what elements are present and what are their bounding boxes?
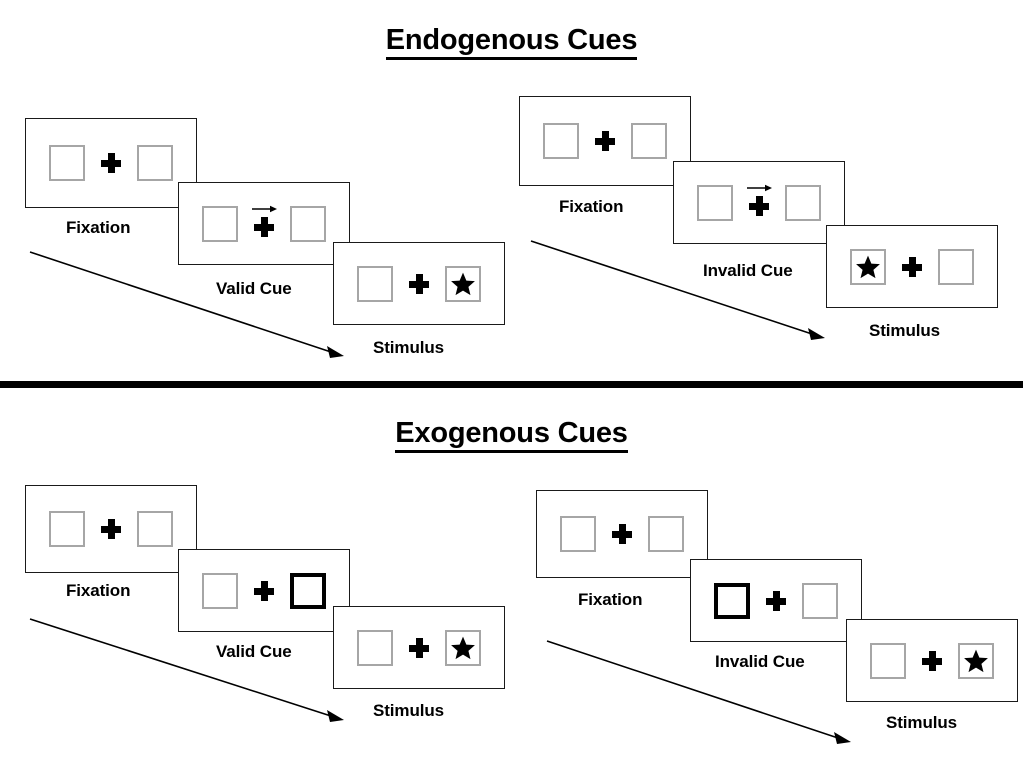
caption-exogenous-valid-fixation: Fixation — [66, 581, 131, 600]
sequence-arrow-endogenous-invalid — [530, 240, 825, 340]
fixation-cross-icon — [409, 273, 429, 294]
centre-group-endogenous-invalid-fixation — [595, 123, 615, 159]
cue-arrow-right-icon — [747, 184, 772, 191]
box-right-endogenous-invalid-stimulus — [938, 248, 974, 285]
box-right-exogenous-invalid-stimulus — [958, 642, 994, 679]
star-stimulus-icon — [964, 649, 988, 672]
star-stimulus-icon — [856, 255, 880, 278]
caption-exogenous-valid-cue: Valid Cue — [216, 642, 292, 661]
box-left-exogenous-invalid-stimulus — [870, 642, 906, 679]
panel-endogenous-invalid-stimulus — [826, 225, 998, 308]
centre-group-exogenous-invalid-stimulus — [922, 643, 942, 679]
section-divider — [0, 381, 1023, 388]
box-right-endogenous-invalid-cue — [785, 184, 821, 221]
fixation-cross-icon — [902, 256, 922, 277]
centre-group-endogenous-invalid-stimulus — [902, 249, 922, 285]
box-left-exogenous-invalid-fixation — [560, 516, 596, 552]
caption-endogenous-valid-cue: Valid Cue — [216, 279, 292, 298]
fixation-cross-icon — [766, 590, 786, 611]
panel-endogenous-valid-cue — [178, 182, 350, 265]
centre-group-exogenous-invalid-fixation — [612, 516, 632, 552]
centre-group-exogenous-valid-cue — [254, 573, 274, 609]
box-right-endogenous-valid-stimulus — [445, 265, 481, 302]
centre-group-endogenous-valid-fixation — [101, 145, 121, 181]
fixation-cross-icon — [101, 153, 121, 173]
fixation-cross-icon — [922, 650, 942, 671]
caption-endogenous-invalid-stimulus: Stimulus — [869, 321, 940, 340]
section-title-exogenous-text: Exogenous Cues — [395, 417, 628, 453]
star-stimulus-icon — [451, 636, 475, 659]
caption-exogenous-valid-stimulus: Stimulus — [373, 701, 444, 720]
box-left-exogenous-valid-cue — [202, 572, 238, 609]
centre-group-endogenous-valid-stimulus — [409, 266, 429, 302]
box-right-exogenous-invalid-cue — [802, 582, 838, 619]
sequence-arrow-exogenous-invalid — [546, 640, 851, 744]
caption-endogenous-valid-stimulus: Stimulus — [373, 338, 444, 357]
centre-group-exogenous-invalid-cue — [766, 583, 786, 619]
caption-exogenous-invalid-stimulus: Stimulus — [886, 713, 957, 732]
box-left-endogenous-invalid-stimulus — [850, 248, 886, 285]
box-right-exogenous-valid-fixation — [137, 511, 173, 547]
box-right-exogenous-valid-stimulus — [445, 629, 481, 666]
panel-endogenous-valid-fixation — [25, 118, 197, 208]
centre-group-endogenous-invalid-cue — [747, 184, 772, 221]
box-right-endogenous-valid-fixation — [137, 145, 173, 181]
box-left-endogenous-valid-cue — [202, 205, 238, 242]
box-left-exogenous-valid-fixation — [49, 511, 85, 547]
centre-group-endogenous-valid-cue — [252, 205, 277, 242]
panel-exogenous-valid-stimulus — [333, 606, 505, 689]
fixation-cross-icon — [101, 519, 121, 539]
box-left-endogenous-valid-fixation — [49, 145, 85, 181]
box-right-exogenous-invalid-fixation — [648, 516, 684, 552]
panel-exogenous-valid-fixation — [25, 485, 197, 573]
box-left-endogenous-invalid-cue — [697, 184, 733, 221]
panel-exogenous-invalid-fixation — [536, 490, 708, 578]
fixation-cross-icon — [595, 131, 615, 151]
panel-endogenous-invalid-cue — [673, 161, 845, 244]
caption-endogenous-invalid-cue: Invalid Cue — [703, 261, 793, 280]
fixation-cross-icon — [409, 637, 429, 658]
fixation-cross-icon — [254, 216, 274, 237]
centre-group-exogenous-valid-fixation — [101, 511, 121, 547]
star-stimulus-icon — [451, 272, 475, 295]
box-left-endogenous-invalid-fixation — [543, 123, 579, 159]
panel-exogenous-invalid-stimulus — [846, 619, 1018, 702]
box-left-exogenous-valid-stimulus — [357, 629, 393, 666]
sequence-arrow-endogenous-valid — [29, 251, 344, 358]
caption-endogenous-invalid-fixation: Fixation — [559, 197, 624, 216]
box-left-endogenous-valid-stimulus — [357, 265, 393, 302]
box-right-endogenous-invalid-fixation — [631, 123, 667, 159]
panel-exogenous-valid-cue — [178, 549, 350, 632]
box-left-exogenous-invalid-cue — [714, 582, 750, 619]
box-right-exogenous-valid-cue — [290, 572, 326, 609]
fixation-cross-icon — [749, 195, 769, 216]
fixation-cross-icon — [612, 524, 632, 544]
caption-endogenous-valid-fixation: Fixation — [66, 218, 131, 237]
box-right-endogenous-valid-cue — [290, 205, 326, 242]
centre-group-exogenous-valid-stimulus — [409, 630, 429, 666]
section-title-endogenous-text: Endogenous Cues — [385, 24, 637, 60]
section-title-exogenous: Exogenous Cues — [0, 417, 1023, 453]
section-title-endogenous: Endogenous Cues — [0, 24, 1023, 60]
caption-exogenous-invalid-cue: Invalid Cue — [715, 652, 805, 671]
panel-endogenous-valid-stimulus — [333, 242, 505, 325]
panel-endogenous-invalid-fixation — [519, 96, 691, 186]
cue-arrow-right-icon — [252, 205, 277, 212]
fixation-cross-icon — [254, 580, 274, 601]
panel-exogenous-invalid-cue — [690, 559, 862, 642]
caption-exogenous-invalid-fixation: Fixation — [578, 590, 643, 609]
